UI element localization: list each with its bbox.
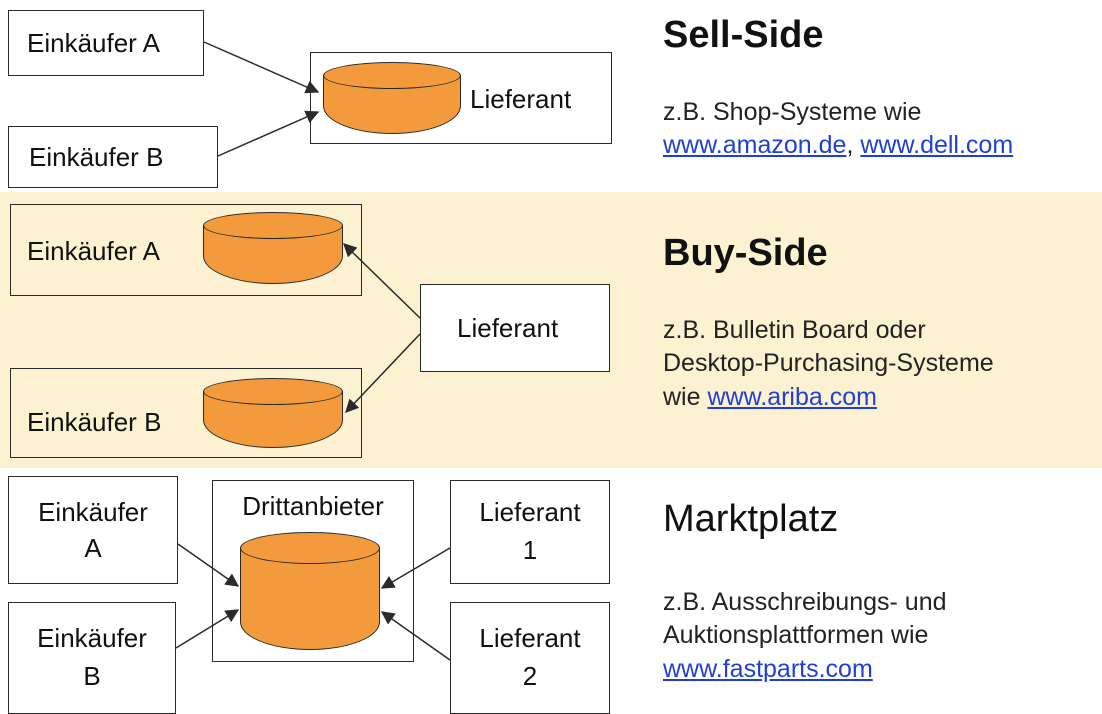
market-buyer-b-box: Einkäufer B <box>8 602 176 714</box>
sell-side-description: z.B. Shop-Systeme wie www.amazon.de, www… <box>663 96 1013 163</box>
buy-side-buyer-b-database-icon <box>203 378 343 448</box>
fastparts-link[interactable]: www.fastparts.com <box>663 654 873 683</box>
link-separator: , <box>846 131 861 160</box>
sell-side-buyer-b-label: Einkäufer B <box>29 142 164 172</box>
ariba-link[interactable]: www.ariba.com <box>707 382 877 411</box>
marketplace-description: z.B. Ausschreibungs- und Auktionsplattfo… <box>663 586 947 686</box>
dell-link[interactable]: www.dell.com <box>860 131 1014 160</box>
sell-side-arrow-a <box>203 41 320 94</box>
buy-side-heading: Buy-Side <box>663 232 828 274</box>
market-buyer-b-label-line2: B <box>83 661 101 691</box>
marketplace-desc-line-1: z.B. Ausschreibungs- und <box>663 588 947 616</box>
market-buyer-a-label-line1: Einkäufer <box>38 497 148 527</box>
sell-side-arrow-b <box>217 110 320 157</box>
buy-side-desc-prefix: wie <box>663 382 708 411</box>
market-buyer-a-box: Einkäufer A <box>8 476 178 584</box>
sell-side-buyer-a-label: Einkäufer A <box>27 28 160 58</box>
amazon-link[interactable]: www.amazon.de <box>663 131 847 160</box>
market-buyer-b-label-line1: Einkäufer <box>37 623 147 653</box>
market-supplier-2-label-line2: 2 <box>522 661 538 691</box>
marketplace-desc-line-2: Auktionsplattformen wie <box>663 621 929 650</box>
sell-side-supplier-label: Lieferant <box>470 84 572 114</box>
sell-side-heading: Sell-Side <box>663 14 824 56</box>
third-party-database-icon <box>240 532 380 650</box>
market-buyer-a-label-line2: A <box>84 533 102 563</box>
buy-side-buyer-b-label: Einkäufer B <box>27 407 162 437</box>
buy-side-description: z.B. Bulletin Board oder Desktop-Purchas… <box>663 314 994 414</box>
buy-side-supplier-label: Lieferant <box>457 313 559 343</box>
buy-side-buyer-a-label: Einkäufer A <box>27 236 160 266</box>
buy-side-desc-line-2: Desktop-Purchasing-Systeme <box>663 349 994 378</box>
sell-side-buyer-b-box: Einkäufer B <box>8 126 218 188</box>
third-party-label: Drittanbieter <box>242 491 384 521</box>
market-supplier-1-label-line2: 1 <box>522 535 538 565</box>
buy-side-desc-line-1: z.B. Bulletin Board oder <box>663 316 926 344</box>
buy-side-buyer-a-database-icon <box>203 212 343 284</box>
marketplace-heading: Marktplatz <box>663 498 839 540</box>
sell-side-buyer-a-box: Einkäufer A <box>8 10 204 76</box>
sell-side-database-icon <box>323 62 461 134</box>
market-supplier-2-box: Lieferant 2 <box>450 602 610 714</box>
market-supplier-2-label-line1: Lieferant <box>479 623 581 653</box>
buy-side-supplier-box: Lieferant <box>420 284 610 372</box>
market-supplier-1-label-line1: Lieferant <box>479 497 581 527</box>
sell-side-desc-text: z.B. Shop-Systeme wie <box>663 98 922 126</box>
market-supplier-1-box: Lieferant 1 <box>450 480 610 584</box>
